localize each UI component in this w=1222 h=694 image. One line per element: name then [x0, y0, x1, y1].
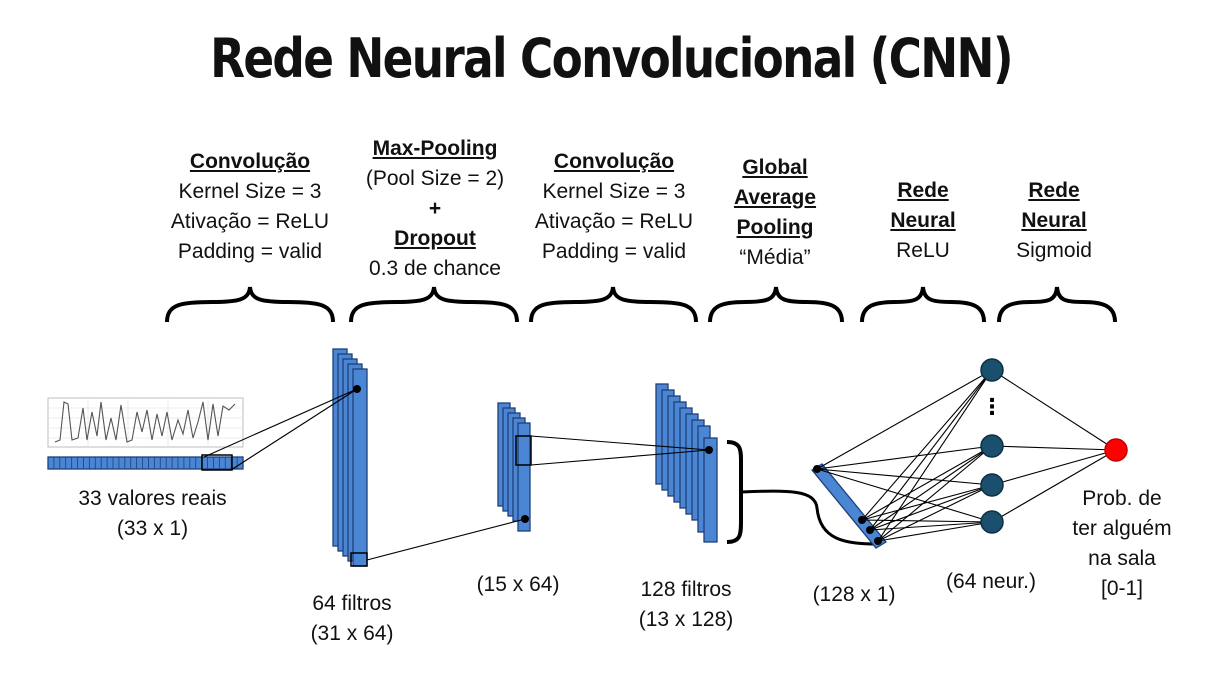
dense2-activation: Sigmoid — [1016, 239, 1092, 262]
pool-output-label: (15 x 64) — [455, 570, 581, 600]
brace-gap — [708, 286, 844, 323]
conv2-description: Convolução Kernel Size = 3 Ativação = Re… — [514, 147, 714, 267]
gap-media: “Média” — [739, 246, 811, 269]
pool-feature-maps — [497, 402, 531, 532]
dropout-heading: Dropout — [394, 227, 476, 250]
output-label: Prob. de ter alguém na sala [0-1] — [1056, 484, 1188, 604]
conv1-description: Convolução Kernel Size = 3 Ativação = Re… — [150, 147, 350, 267]
conv1-heading: Convolução — [189, 150, 311, 173]
conv1-kernel: Kernel Size = 3 — [178, 180, 322, 203]
conv1-feature-maps — [332, 348, 368, 567]
input-label-shape: (33 x 1) — [116, 517, 189, 540]
dense2-heading-neural: Neural — [1021, 209, 1087, 232]
gap-bracket — [726, 440, 743, 544]
conv1-kernel-window — [201, 454, 233, 471]
dense1-output-neurons: (64 neur.) — [946, 570, 1036, 593]
gap-heading-average: Average — [733, 186, 817, 209]
brace-pool — [349, 286, 519, 323]
input-label: 33 valores reais (33 x 1) — [50, 484, 255, 544]
pool-heading: Max-Pooling — [372, 137, 498, 160]
brace-dense1 — [860, 286, 986, 323]
dense-ellipsis: ⋮ — [981, 395, 1003, 420]
dense2-description: Rede Neural Sigmoid — [1002, 176, 1106, 266]
dense2-heading-rede: Rede — [1028, 179, 1080, 202]
output-neuron — [1104, 438, 1128, 462]
brace-conv1 — [165, 286, 335, 323]
output-label-range: [0-1] — [1100, 577, 1144, 600]
brace-conv2 — [529, 286, 698, 323]
conv1-padding: Padding = valid — [177, 240, 323, 263]
conv2-heading: Convolução — [553, 150, 675, 173]
gap-heading-pooling: Pooling — [736, 216, 814, 239]
output-label-line1: Prob. de — [1082, 487, 1162, 510]
dense1-heading-rede: Rede — [897, 179, 949, 202]
gap-output-shape: (128 x 1) — [812, 583, 896, 606]
gap-vector — [811, 463, 887, 549]
input-label-desc: 33 valores reais — [78, 487, 227, 510]
conv2-padding: Padding = valid — [541, 240, 687, 263]
conv1-output-filters: 64 filtros — [312, 592, 392, 615]
conv1-output-shape: (31 x 64) — [310, 622, 394, 645]
conv2-output-label: 128 filtros (13 x 128) — [616, 575, 756, 635]
pool-output-shape: (15 x 64) — [476, 573, 560, 596]
gap-output-label: (128 x 1) — [796, 580, 912, 610]
brace-dense2 — [997, 286, 1117, 323]
dense1-description: Rede Neural ReLU — [873, 176, 973, 266]
dense1-heading-neural: Neural — [890, 209, 956, 232]
stage-connections — [203, 385, 713, 561]
pool-size: (Pool Size = 2) — [365, 167, 505, 190]
pool-description: Max-Pooling (Pool Size = 2) + Dropout 0.… — [340, 134, 530, 284]
conv1-activation: Ativação = ReLU — [170, 210, 330, 233]
pool-plus: + — [428, 197, 442, 220]
gap-description: Global Average Pooling “Média” — [713, 153, 837, 273]
conv2-output-shape: (13 x 128) — [638, 608, 734, 631]
dropout-rate: 0.3 de chance — [369, 257, 501, 280]
output-label-line2: ter alguém — [1072, 517, 1172, 540]
diagram-title: Rede Neural Convolucional (CNN) — [210, 27, 1013, 90]
conv2-output-filters: 128 filtros — [640, 578, 732, 601]
conv2-kernel-window — [515, 435, 532, 466]
conv2-activation: Ativação = ReLU — [534, 210, 694, 233]
input-signal-plot — [47, 397, 244, 448]
gap-heading-global: Global — [742, 156, 808, 179]
output-label-line3: na sala — [1088, 547, 1156, 570]
dense1-output-label: (64 neur.) — [930, 567, 1052, 597]
conv2-feature-maps — [655, 383, 718, 543]
dense1-activation: ReLU — [896, 239, 950, 262]
conv2-kernel: Kernel Size = 3 — [542, 180, 686, 203]
dense-connections — [813, 369, 1117, 545]
dense-neurons — [980, 358, 1004, 534]
input-vector — [47, 456, 244, 470]
conv1-output-label: 64 filtros (31 x 64) — [282, 589, 422, 649]
